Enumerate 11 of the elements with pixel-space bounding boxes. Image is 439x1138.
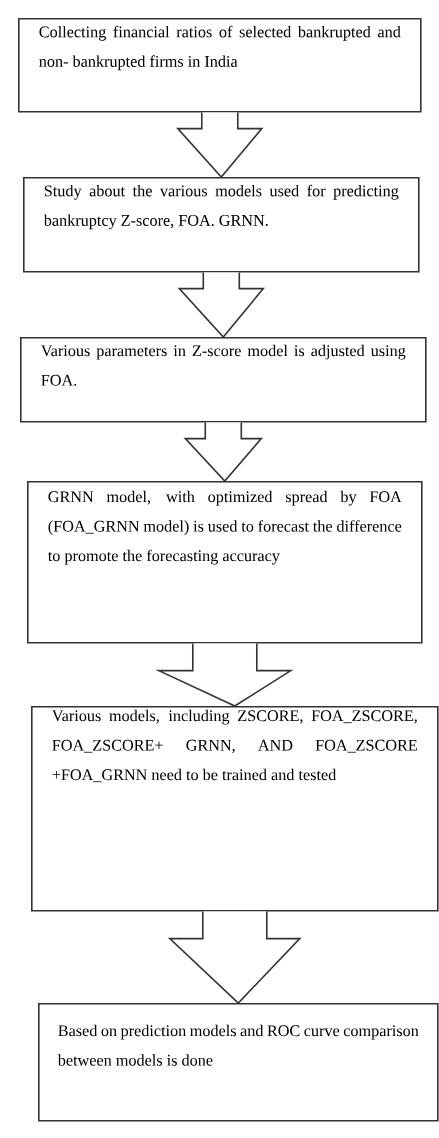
process-box: Collecting financial ratios of selected bankrupted and non- bankrupted firms in India	[18, 18, 422, 113]
block-arrow	[177, 271, 265, 339]
process-box: Various models, including ZSCORE, FOA_ZSCORE, FOA_ZSCORE+ GRNN, AND FOA_ZSCORE +FOA_GRNN need to be trained and tested	[31, 706, 439, 912]
process-box: GRNN model, with optimized spread by FOA (FOA_GRNN model) is used to forecast the difference to promote the forecasting accuracy	[27, 481, 423, 644]
block-arrow	[155, 642, 294, 707]
process-box: Study about the various models used for predicting bankruptcy Z-score, FOA. GRNN.	[23, 177, 420, 273]
block-arrow	[183, 421, 264, 483]
process-box: Various parameters in Z-score model is adjusted using FOA.	[20, 337, 427, 423]
block-arrow	[176, 111, 264, 179]
block-arrow	[167, 910, 302, 1005]
process-box: Based on prediction models and ROC curve comparison between models is done	[38, 1003, 439, 1122]
